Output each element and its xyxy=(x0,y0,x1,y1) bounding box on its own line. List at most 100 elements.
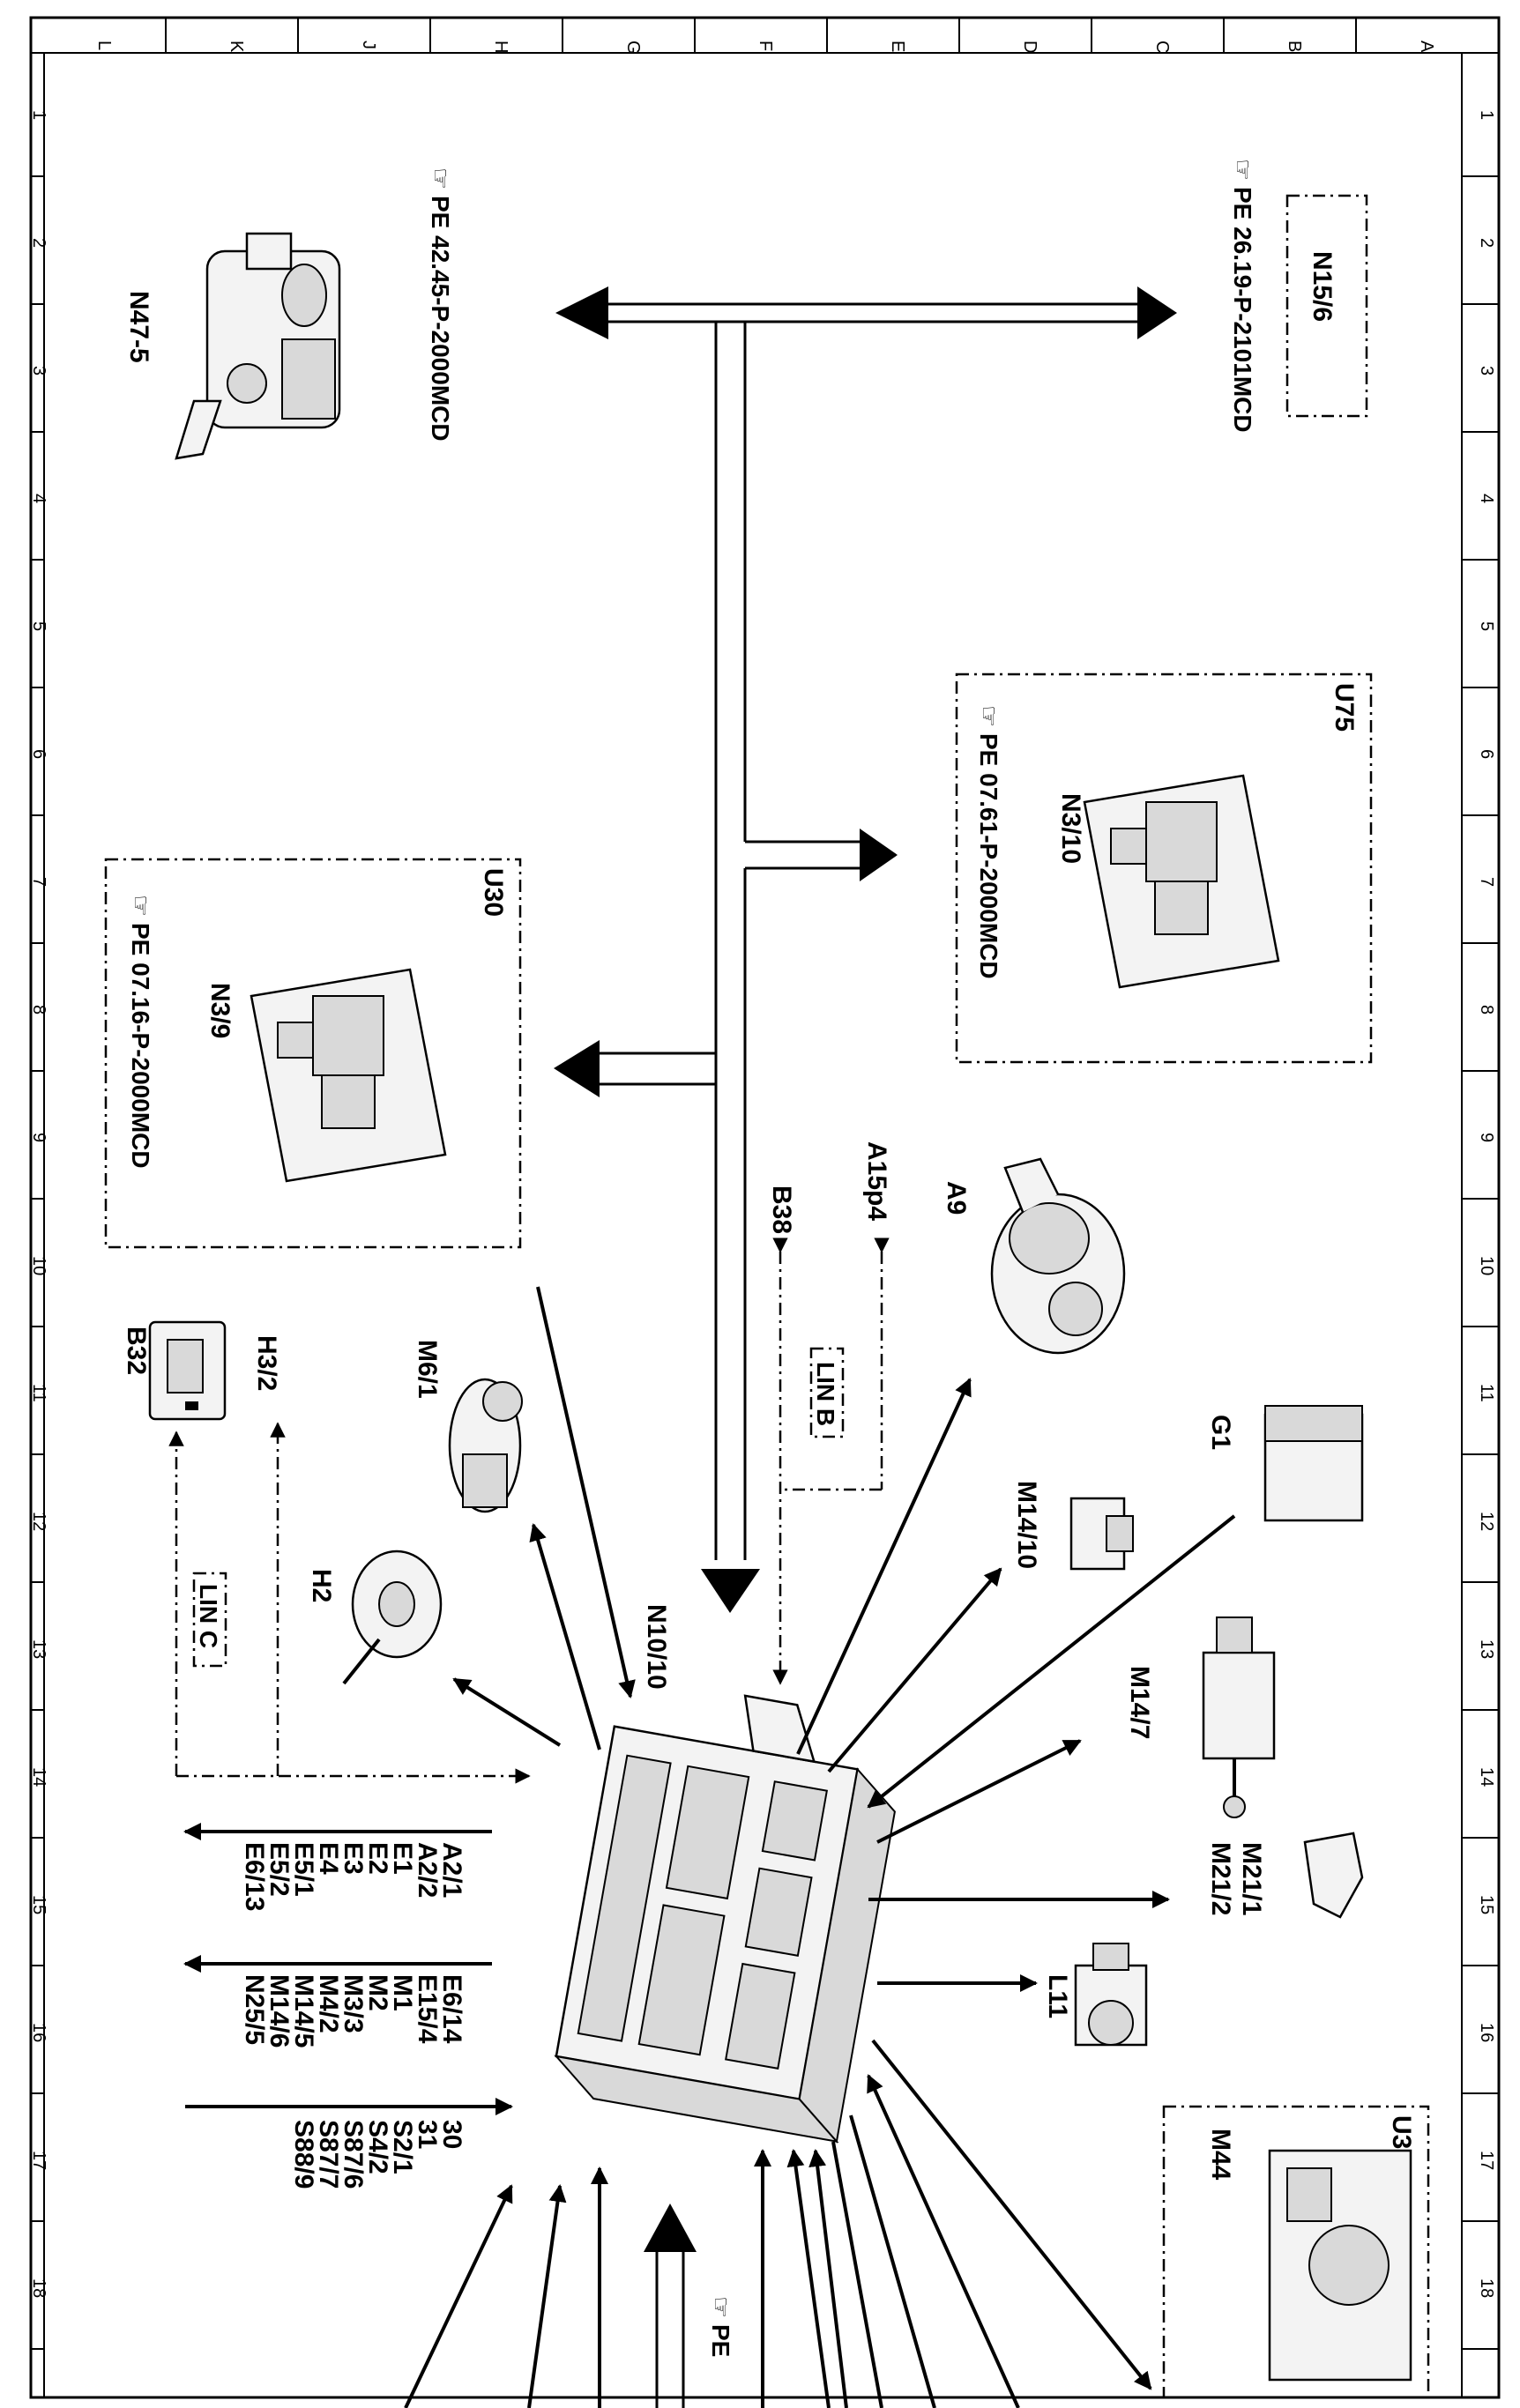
bus-arrow-right-top xyxy=(1137,286,1177,339)
grid-letter: L xyxy=(94,41,114,50)
pe-ref-n310: ☞ PE 07.61-P-2000MCD xyxy=(975,705,1002,979)
component-n10-10 xyxy=(554,1694,896,2144)
grid-number: 9 xyxy=(1477,1133,1496,1142)
grid-number: 12 xyxy=(1477,1512,1496,1531)
pe-ref-n15-text: PE 26.19-P-2101MCD xyxy=(1229,187,1256,433)
label-h2: H2 xyxy=(307,1569,336,1602)
grid-border xyxy=(29,16,1501,2399)
component-m14-7 xyxy=(1202,1616,1276,1818)
label-lin-b: LIN B xyxy=(812,1362,839,1426)
grid-number: 6 xyxy=(29,749,48,759)
component-l11 xyxy=(1074,1943,1148,2047)
group1-item: E5/2 xyxy=(265,1842,294,1897)
component-m21 xyxy=(1303,1832,1364,1919)
pe-ref-n310-text: PE 07.61-P-2000MCD xyxy=(975,733,1002,979)
group3-item: S2/1 xyxy=(388,2120,417,2174)
grid-number: 8 xyxy=(1477,1005,1496,1014)
group1-item: E3 xyxy=(339,1842,368,1875)
grid-letter: J xyxy=(359,41,378,49)
group3-item: S87/6 xyxy=(339,2120,368,2189)
group2-item: N25/5 xyxy=(240,1974,269,2045)
grid-number: 13 xyxy=(29,1639,48,1659)
component-n3-9 xyxy=(250,968,447,1183)
grid-number: 15 xyxy=(29,1895,48,1914)
component-m44 xyxy=(1268,2149,1412,2382)
grid-numbers: 1 1 2 2 3 3 4 4 5 5 6 6 7 7 8 8 9 9 10 1… xyxy=(29,110,1496,2298)
group1-item: E2 xyxy=(363,1842,392,1875)
grid-number: 3 xyxy=(29,366,48,375)
grid-number: 9 xyxy=(29,1133,48,1142)
grid-letter: D xyxy=(1020,41,1039,53)
grid-number: 17 xyxy=(29,2151,48,2170)
label-a15p4: A15p4 xyxy=(862,1141,891,1221)
pe-ref-n47: ☞ PE 42.45-P-2000MCD xyxy=(427,167,454,442)
lin-b-lines xyxy=(772,1237,890,1685)
grid-letter: C xyxy=(1152,41,1172,53)
pe-ref-n39: ☞ PE 07.16-P-2000MCD xyxy=(127,895,154,1169)
grid-number: 2 xyxy=(1477,238,1496,248)
component-n3-10 xyxy=(1083,774,1280,989)
grid-number: 8 xyxy=(29,1005,48,1014)
group-list-1: A2/1 A2/2 E1 E2 E3 E4 E5/1 E5/2 E6/13 xyxy=(240,1842,466,1911)
u30-box-left xyxy=(104,858,522,1249)
group2-item: E6/14 xyxy=(437,1974,466,2044)
grid-number: 4 xyxy=(1477,494,1496,503)
grid-letters: L K J H G F E D C B A xyxy=(94,41,1436,55)
group2-item: M14/6 xyxy=(265,1974,294,2048)
component-a9 xyxy=(990,1157,1126,1355)
label-m44: M44 xyxy=(1206,2129,1235,2181)
grid-number: 2 xyxy=(29,238,48,248)
book-icon: ☞ xyxy=(427,167,454,190)
pe-ref-n39-text: PE 07.16-P-2000MCD xyxy=(127,923,154,1169)
group2-item: M14/5 xyxy=(289,1974,318,2048)
group1-item: E4 xyxy=(314,1842,343,1875)
group2-item: M4/2 xyxy=(314,1974,343,2033)
bus-arrow-bottom xyxy=(644,2204,697,2252)
group1-item: E5/1 xyxy=(289,1842,318,1897)
grid-number: 5 xyxy=(29,621,48,631)
group3-item: S4/2 xyxy=(363,2120,392,2174)
bus-arrow-n1010 xyxy=(701,1569,760,1613)
book-icon: ☞ xyxy=(707,2296,734,2318)
grid-letter: F xyxy=(756,41,775,51)
component-m14-10 xyxy=(1069,1497,1134,1571)
label-n47-5: N47-5 xyxy=(124,291,153,363)
grid-number: 16 xyxy=(29,2023,48,2042)
label-n15-6: N15/6 xyxy=(1308,251,1337,322)
label-m14-7: M14/7 xyxy=(1125,1666,1154,1739)
u30-box-right xyxy=(1162,2105,1430,2399)
group1-item: E6/13 xyxy=(240,1842,269,1911)
pe-ref-bottom-text: PE xyxy=(707,2324,734,2357)
grid-number: 14 xyxy=(29,1767,48,1787)
label-u75: U75 xyxy=(1330,683,1359,732)
grid-number: 1 xyxy=(29,110,48,120)
label-lin-c: LIN C xyxy=(195,1584,222,1648)
group1-item: A2/1 xyxy=(437,1842,466,1898)
component-m6-1 xyxy=(448,1378,523,1513)
label-m21-2: M21/2 xyxy=(1206,1842,1235,1915)
pe-ref-n47-text: PE 42.45-P-2000MCD xyxy=(427,196,454,442)
bus-arrow-n310 xyxy=(860,829,898,881)
bus-arrow-left-top xyxy=(555,286,608,339)
n15-6-box xyxy=(1285,194,1368,418)
grid-number: 11 xyxy=(29,1384,48,1402)
label-b32: B32 xyxy=(122,1327,151,1375)
grid-number: 15 xyxy=(1477,1895,1496,1914)
grid-number: 12 xyxy=(29,1512,48,1531)
label-m14-10: M14/10 xyxy=(1012,1481,1041,1569)
component-n47-5 xyxy=(175,232,341,460)
grid-letter: E xyxy=(888,41,907,52)
group-list-2: E6/14 E15/4 M1 M2 M3/3 M4/2 M14/5 M14/6 … xyxy=(240,1974,466,2048)
can-bus xyxy=(554,286,1177,2408)
grid-letter: G xyxy=(623,41,643,55)
grid-number: 18 xyxy=(1477,2278,1496,2298)
group3-item: S88/9 xyxy=(289,2120,318,2189)
grid-number: 1 xyxy=(1477,110,1496,120)
pe-ref-bottom: ☞ PE xyxy=(707,2296,734,2357)
book-icon: ☞ xyxy=(975,705,1002,727)
group2-item: M2 xyxy=(363,1974,392,2011)
grid-number: 18 xyxy=(29,2278,48,2298)
grid-number: 7 xyxy=(29,877,48,887)
grid-number: 13 xyxy=(1477,1639,1496,1659)
